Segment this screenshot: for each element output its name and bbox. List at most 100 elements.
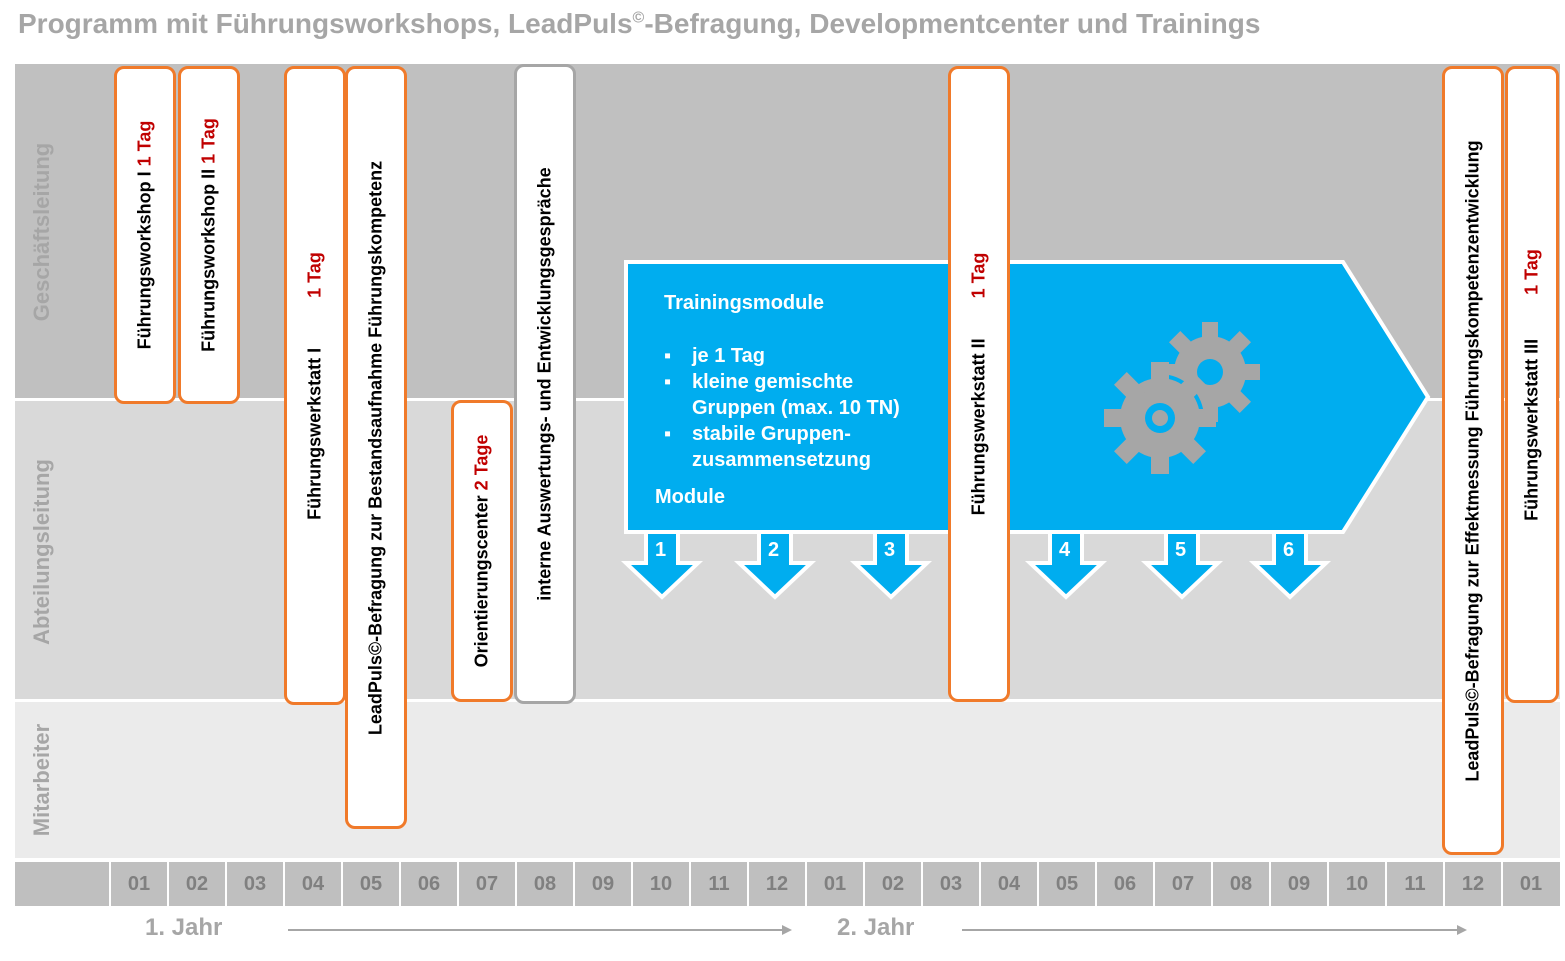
month-separator (1269, 862, 1271, 906)
box-fuehrungswerkstatt-1: Führungswerkstatt I 1 Tag (284, 66, 346, 705)
month-cell: 10 (649, 873, 673, 895)
month-separator (399, 862, 401, 906)
month-cell: 09 (591, 873, 615, 895)
month-cell: 12 (765, 873, 789, 895)
box-duration: 1 Tag (134, 120, 155, 167)
year-2-arrow (962, 925, 1467, 935)
training-bullets: je 1 Tag kleine gemischte Gruppen (max. … (664, 343, 934, 473)
month-separator (225, 862, 227, 906)
month-cell: 07 (1171, 873, 1195, 895)
month-separator (1385, 862, 1387, 906)
month-cell: 06 (417, 873, 441, 895)
month-separator (109, 862, 111, 906)
month-cell: 04 (301, 873, 325, 895)
module-arrow-5 (1140, 530, 1224, 600)
month-cell: 02 (185, 873, 209, 895)
month-separator (457, 862, 459, 906)
month-cell: 11 (708, 873, 730, 895)
module-arrow-3 (849, 530, 933, 600)
training-bullet: stabile Gruppen-zusammensetzung (664, 421, 934, 473)
box-auswertungsgespraeche: interne Auswertungs- und Entwicklungsges… (514, 64, 576, 704)
month-separator (631, 862, 633, 906)
month-separator (863, 862, 865, 906)
month-cell: 06 (1113, 873, 1137, 895)
module-arrow-4 (1024, 530, 1108, 600)
month-separator (167, 862, 169, 906)
box-label: Führungswerkstatt II (968, 338, 989, 516)
box-duration: 1 Tag (1521, 248, 1542, 295)
month-cell: 12 (1461, 873, 1485, 895)
month-separator (747, 862, 749, 906)
month-cell: 05 (1055, 873, 1079, 895)
box-label: Führungsworkshop I (134, 166, 155, 350)
month-cell: 04 (997, 873, 1021, 895)
box-fuehrungswerkstatt-2: Führungswerkstatt II 1 Tag (948, 66, 1010, 702)
lane-mitarbeiter (15, 700, 1560, 858)
month-separator (1095, 862, 1097, 906)
module-arrow-1 (620, 530, 704, 600)
box-label: interne Auswertungs- und Entwicklungsges… (534, 167, 555, 601)
month-cell: 09 (1287, 873, 1311, 895)
lane-divider (15, 699, 1560, 702)
month-cell: 03 (243, 873, 267, 895)
module-arrow-6 (1248, 530, 1332, 600)
year-1-label: 1. Jahr (145, 914, 223, 941)
box-label: LeadPuls©-Befragung zur Bestandsaufnahme… (365, 160, 386, 735)
box-duration: 1 Tag (968, 252, 989, 299)
modules-label: Module (655, 486, 725, 508)
training-bullet: je 1 Tag (664, 343, 934, 369)
month-cell: 08 (1229, 873, 1253, 895)
month-cell: 07 (475, 873, 499, 895)
month-separator (515, 862, 517, 906)
box-leadpuls-effektmessung: LeadPuls©-Befragung zur Effektmessung Fü… (1442, 66, 1504, 855)
box-leadpuls-bestandsaufnahme: LeadPuls©-Befragung zur Bestandsaufnahme… (345, 66, 407, 829)
box-orientierungscenter: Orientierungscenter 2 Tage (451, 400, 513, 702)
month-separator (921, 862, 923, 906)
month-separator (689, 862, 691, 906)
page-title: Programm mit Führungsworkshops, LeadPuls… (18, 8, 1261, 39)
month-cell: 01 (1519, 873, 1543, 895)
module-number-1: 1 (655, 539, 667, 561)
month-separator (573, 862, 575, 906)
year-1-arrow (288, 925, 792, 935)
month-separator (805, 862, 807, 906)
box-label: Führungsworkshop II (198, 163, 219, 352)
training-bullet: kleine gemischte Gruppen (max. 10 TN) (664, 369, 934, 421)
month-separator (283, 862, 285, 906)
month-separator (1501, 862, 1503, 906)
month-cell: 03 (939, 873, 963, 895)
box-label: Orientierungscenter (471, 490, 492, 668)
month-separator (1037, 862, 1039, 906)
month-separator (979, 862, 981, 906)
box-fuehrungswerkstatt-3: Führungswerkstatt III 1 Tag (1505, 66, 1559, 703)
module-arrow-2 (733, 530, 817, 600)
box-label: Führungswerkstatt III (1521, 338, 1542, 521)
month-cell: 05 (359, 873, 383, 895)
month-separator (1211, 862, 1213, 906)
module-number-5: 5 (1175, 539, 1187, 561)
box-label: Führungswerkstatt I (304, 347, 325, 520)
box-fuehrungsworkshop-2: Führungsworkshop II 1 Tag (178, 66, 240, 404)
month-separator (1327, 862, 1329, 906)
box-label: LeadPuls©-Befragung zur Effektmessung Fü… (1462, 139, 1483, 782)
month-cell: 08 (533, 873, 557, 895)
month-cell: 01 (127, 873, 151, 895)
timeline-bar (15, 862, 1560, 906)
year-2-label: 2. Jahr (837, 914, 915, 941)
module-number-2: 2 (768, 539, 780, 561)
month-cell: 10 (1345, 873, 1369, 895)
gears-icon (1104, 322, 1260, 474)
month-cell: 01 (823, 873, 847, 895)
module-number-3: 3 (884, 539, 896, 561)
month-separator (1153, 862, 1155, 906)
box-duration: 1 Tag (198, 118, 219, 164)
month-cell: 11 (1404, 873, 1426, 895)
box-fuehrungsworkshop-1: Führungsworkshop I 1 Tag (114, 66, 176, 404)
month-separator (1443, 862, 1445, 906)
training-heading: Trainingsmodule (664, 292, 825, 314)
month-separator (341, 862, 343, 906)
box-duration: 1 Tag (304, 251, 325, 298)
module-number-6: 6 (1283, 539, 1295, 561)
module-number-4: 4 (1059, 539, 1071, 561)
